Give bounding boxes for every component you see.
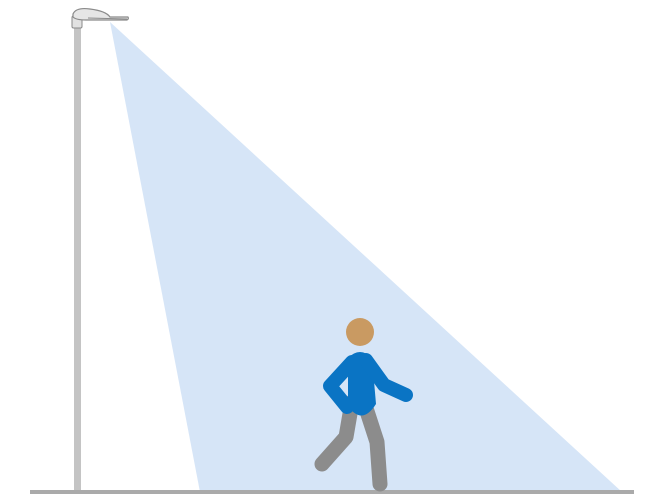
- lamp-pole: [74, 22, 81, 492]
- street-lamp-head-icon: [72, 9, 128, 28]
- ground-line: [30, 490, 634, 494]
- person-head: [346, 318, 374, 346]
